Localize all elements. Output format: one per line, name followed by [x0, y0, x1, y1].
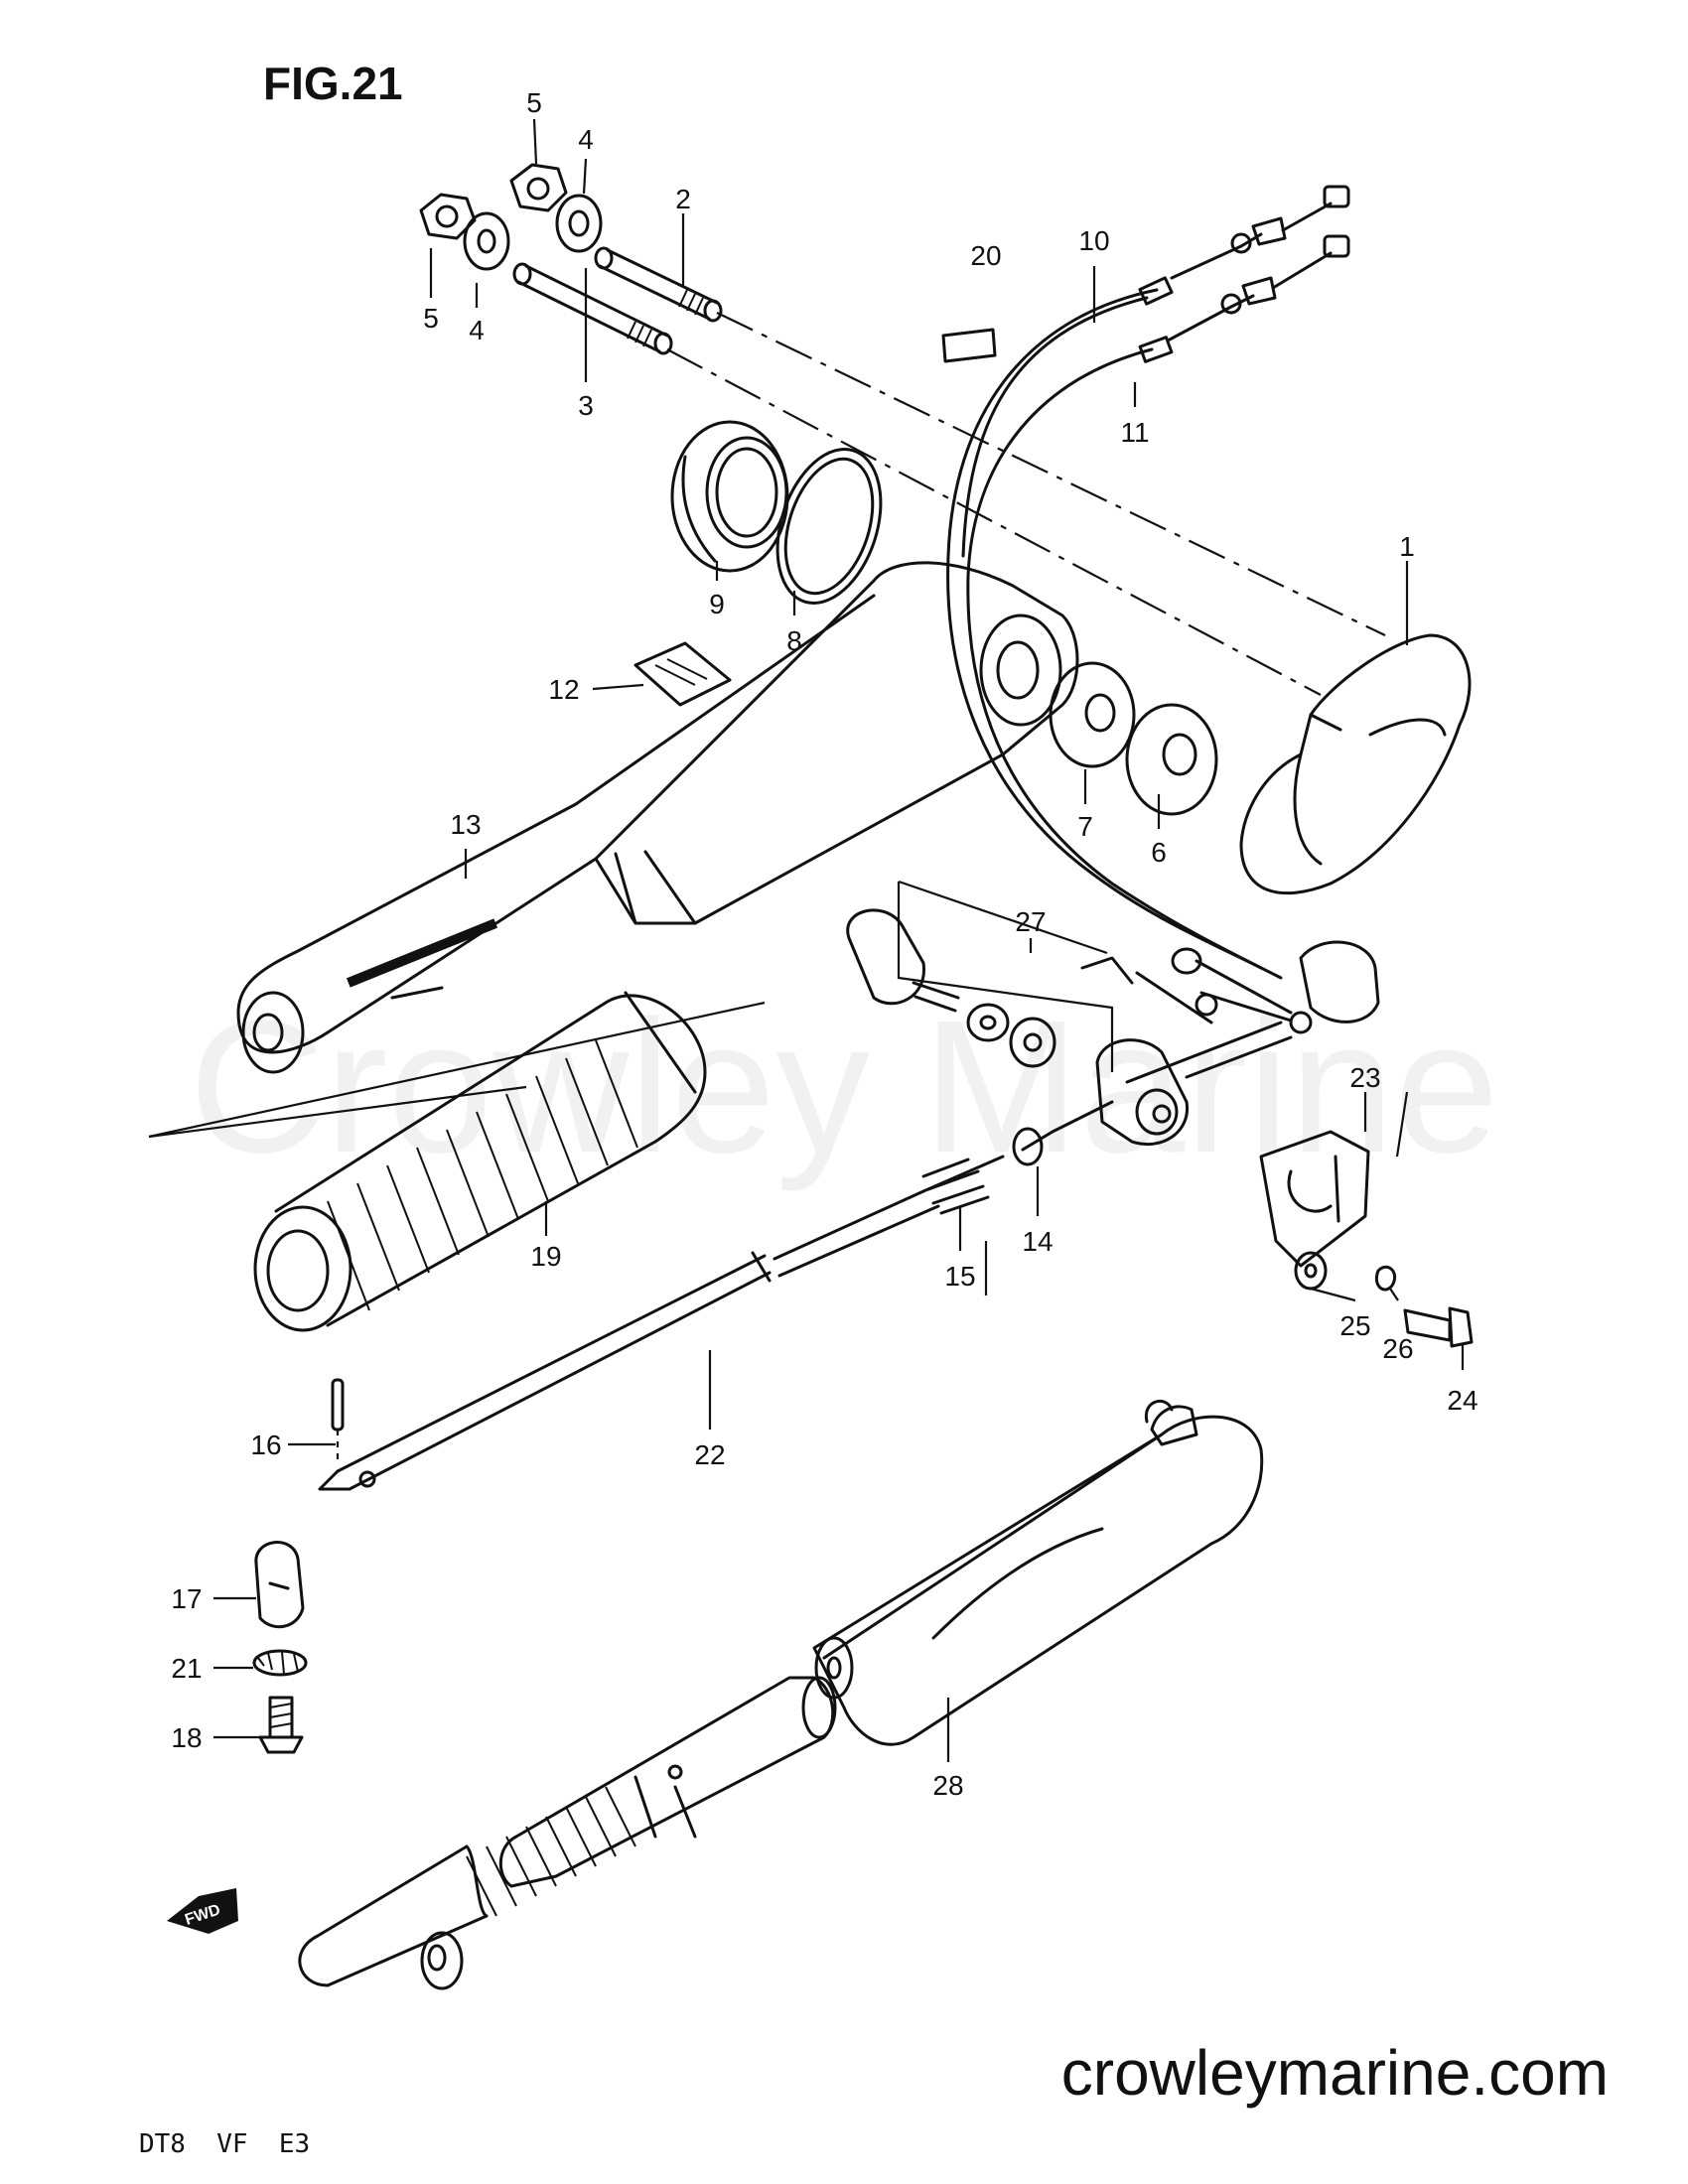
- callout-26[interactable]: 26: [1382, 1333, 1413, 1364]
- callout-5-lower[interactable]: 5: [423, 303, 439, 334]
- callout-19[interactable]: 19: [530, 1241, 561, 1272]
- watermark-url[interactable]: crowleymarine.com: [1061, 2037, 1609, 2109]
- part-washer-4-left[interactable]: [463, 211, 510, 271]
- part-extension-grip[interactable]: [298, 1775, 657, 1990]
- part-ring-8[interactable]: [760, 436, 900, 616]
- callout-17[interactable]: 17: [171, 1583, 202, 1614]
- part-nut-5-upper[interactable]: [509, 163, 568, 212]
- part-bolt-24[interactable]: [1403, 1306, 1474, 1348]
- part-bracket-23[interactable]: [1259, 1130, 1370, 1268]
- guide-line-lower: [666, 348, 1322, 696]
- part-lockwasher-21[interactable]: [252, 1649, 308, 1677]
- callout-4-lower[interactable]: 4: [469, 315, 485, 345]
- part-stud-3[interactable]: [512, 262, 673, 355]
- part-tiller-extension-28[interactable]: [498, 1399, 1264, 1888]
- callout-1[interactable]: 1: [1399, 531, 1415, 562]
- part-washer-6[interactable]: [1125, 703, 1218, 816]
- callout-8[interactable]: 8: [786, 625, 802, 656]
- callout-22[interactable]: 22: [694, 1439, 725, 1470]
- callout-20[interactable]: 20: [970, 240, 1001, 271]
- part-cover-1[interactable]: [1239, 633, 1472, 895]
- part-pin-16[interactable]: [331, 1378, 345, 1432]
- figure-title: FIG.21: [263, 58, 403, 109]
- callout-28[interactable]: 28: [932, 1770, 963, 1801]
- callout-11[interactable]: 11: [1120, 417, 1149, 448]
- group-bracket-27: [897, 882, 1114, 1072]
- part-throttle-bracket[interactable]: [1095, 1021, 1293, 1147]
- part-cable-10[interactable]: [946, 185, 1350, 970]
- part-washer-4-upper[interactable]: [555, 194, 603, 253]
- part-clip-26[interactable]: [1375, 1265, 1397, 1292]
- leader-lines: [213, 118, 1465, 1762]
- callout-16[interactable]: 16: [250, 1430, 281, 1460]
- part-cap-17[interactable]: [254, 1541, 305, 1629]
- part-tiller-handle-13[interactable]: [236, 561, 1079, 1074]
- guide-line-upper: [716, 312, 1386, 636]
- part-cable-end[interactable]: [1080, 940, 1380, 1034]
- callout-7[interactable]: 7: [1077, 811, 1093, 842]
- callout-13[interactable]: 13: [450, 809, 481, 840]
- part-nut-5-left[interactable]: [419, 193, 477, 240]
- part-bushing-9[interactable]: [670, 420, 789, 573]
- part-grip-19[interactable]: [253, 991, 707, 1332]
- callout-18[interactable]: 18: [171, 1722, 202, 1753]
- callout-12[interactable]: 12: [548, 674, 579, 705]
- callout-9[interactable]: 9: [709, 589, 725, 619]
- part-block-20[interactable]: [941, 328, 997, 363]
- callout-4-upper[interactable]: 4: [578, 124, 594, 155]
- callout-5-upper[interactable]: 5: [526, 87, 542, 118]
- callout-21[interactable]: 21: [171, 1653, 202, 1684]
- part-stop-knob[interactable]: [846, 908, 1056, 1068]
- callout-24[interactable]: 24: [1447, 1385, 1477, 1416]
- guide-line-grip-lower: [148, 1085, 527, 1139]
- group-bracket-27-top: [898, 880, 1108, 955]
- part-label-12[interactable]: [633, 641, 732, 707]
- callout-25[interactable]: 25: [1339, 1310, 1370, 1341]
- guide-line-grip-upper: [148, 1001, 766, 1139]
- part-shaft-14-15[interactable]: [773, 1100, 1114, 1278]
- part-stud-2[interactable]: [594, 246, 723, 323]
- callout-numbers: 1 2 3 4 4 5 5 6 7 8 9 10 11 12 13 14 15 …: [171, 87, 1477, 1801]
- part-washer-7[interactable]: [1049, 661, 1136, 768]
- fwd-direction-badge: FWD: [167, 1888, 238, 1934]
- part-screw-18[interactable]: [258, 1696, 304, 1754]
- part-rod-22[interactable]: [318, 1251, 772, 1491]
- part-cable-11[interactable]: [966, 234, 1350, 980]
- callout-3[interactable]: 3: [578, 390, 594, 421]
- callout-2[interactable]: 2: [675, 184, 691, 214]
- callout-23[interactable]: 23: [1349, 1062, 1380, 1093]
- callout-14[interactable]: 14: [1022, 1226, 1053, 1257]
- callout-6[interactable]: 6: [1151, 837, 1167, 868]
- callout-10[interactable]: 10: [1078, 225, 1109, 256]
- model-code: DT8 VF E3: [139, 2129, 310, 2159]
- callout-15[interactable]: 15: [944, 1261, 975, 1292]
- callout-27[interactable]: 27: [1015, 906, 1046, 937]
